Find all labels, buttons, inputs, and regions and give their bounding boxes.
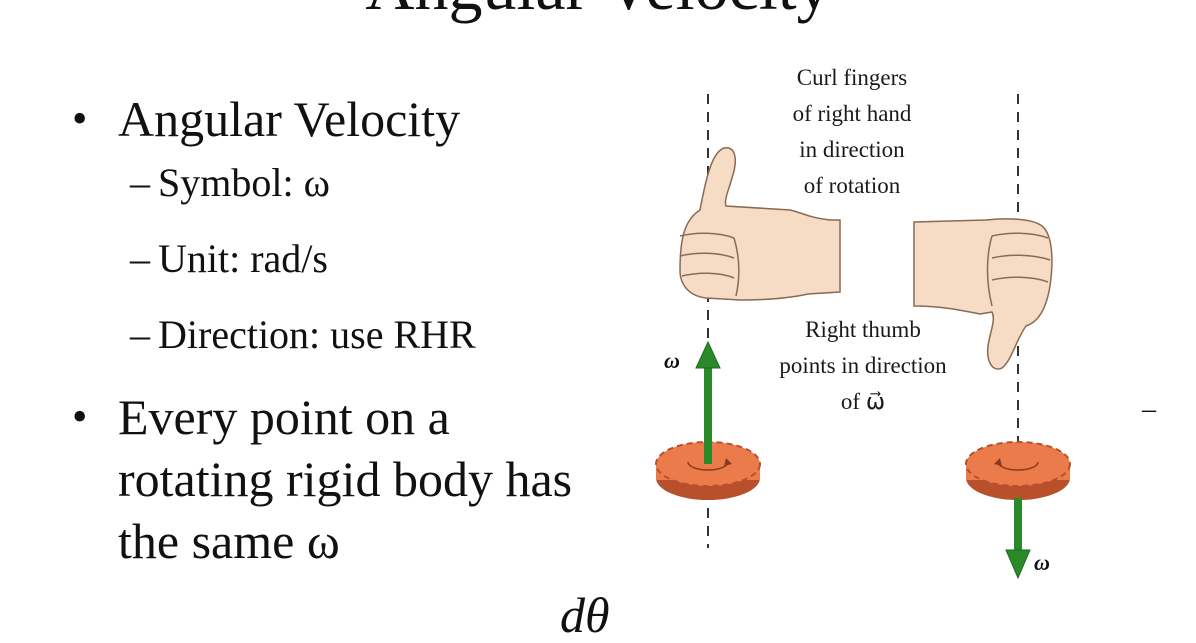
omega-down-arrow-head — [1005, 549, 1031, 580]
bullet-item-angular-velocity: • Angular Velocity — [70, 88, 630, 150]
bullet-dot-icon: • — [72, 392, 88, 441]
subbullet-text: Unit: rad/s — [158, 236, 328, 281]
subbullet-direction: – Direction: use RHR — [70, 310, 630, 360]
caption-line: of rotation — [803, 173, 901, 198]
dash-icon: – — [130, 236, 150, 281]
bullet-line: rotating rigid body has — [118, 451, 573, 507]
hand-thumbs-up-icon — [679, 147, 841, 301]
right-gear-icon — [965, 441, 1071, 500]
bullet-list: • Angular Velocity – Symbol: ω – Unit: r… — [70, 88, 630, 580]
caption-line: of right hand — [792, 101, 912, 126]
bullet-text: Angular Velocity — [118, 91, 461, 147]
subbullet-symbol: – Symbol: ω — [70, 158, 630, 208]
caption-line: of ω⃗ — [840, 389, 886, 414]
omega-label-right: ω⃗ — [1034, 550, 1068, 575]
slide-title: Angular Velocity — [0, 0, 1196, 20]
bullet-line: the same ω — [118, 513, 340, 569]
rhr-illustration — [655, 94, 1071, 580]
bullet-line: Every point on a — [118, 389, 450, 445]
bullet-dot-icon: • — [72, 94, 88, 143]
stray-mark: – — [1142, 394, 1156, 425]
caption-line: Right thumb — [805, 317, 921, 342]
subbullet-text: Direction: use RHR — [158, 312, 476, 357]
omega-up-arrow-head — [695, 340, 721, 369]
caption-line: Curl fingers — [796, 65, 908, 90]
caption-curl-fingers: Curl fingers of right hand in direction … — [752, 60, 952, 204]
hand-thumbs-down-icon — [913, 218, 1053, 370]
caption-right-thumb: Right thumb points in direction of ω⃗ — [748, 312, 978, 420]
dash-icon: – — [130, 160, 150, 205]
left-gear-icon — [655, 440, 761, 500]
right-hand-rule-figure: Curl fingers of right hand in direction … — [640, 60, 1196, 600]
subbullet-unit: – Unit: rad/s — [70, 234, 630, 284]
caption-line: in direction — [799, 137, 905, 162]
dash-icon: – — [130, 312, 150, 357]
caption-line: points in direction — [779, 353, 947, 378]
formula-fragment: dθ — [560, 587, 610, 643]
subbullet-text: Symbol: ω — [158, 160, 330, 205]
omega-label-left: ω⃗ — [664, 348, 698, 373]
bullet-item-every-point: • Every point on a rotating rigid body h… — [70, 386, 630, 572]
